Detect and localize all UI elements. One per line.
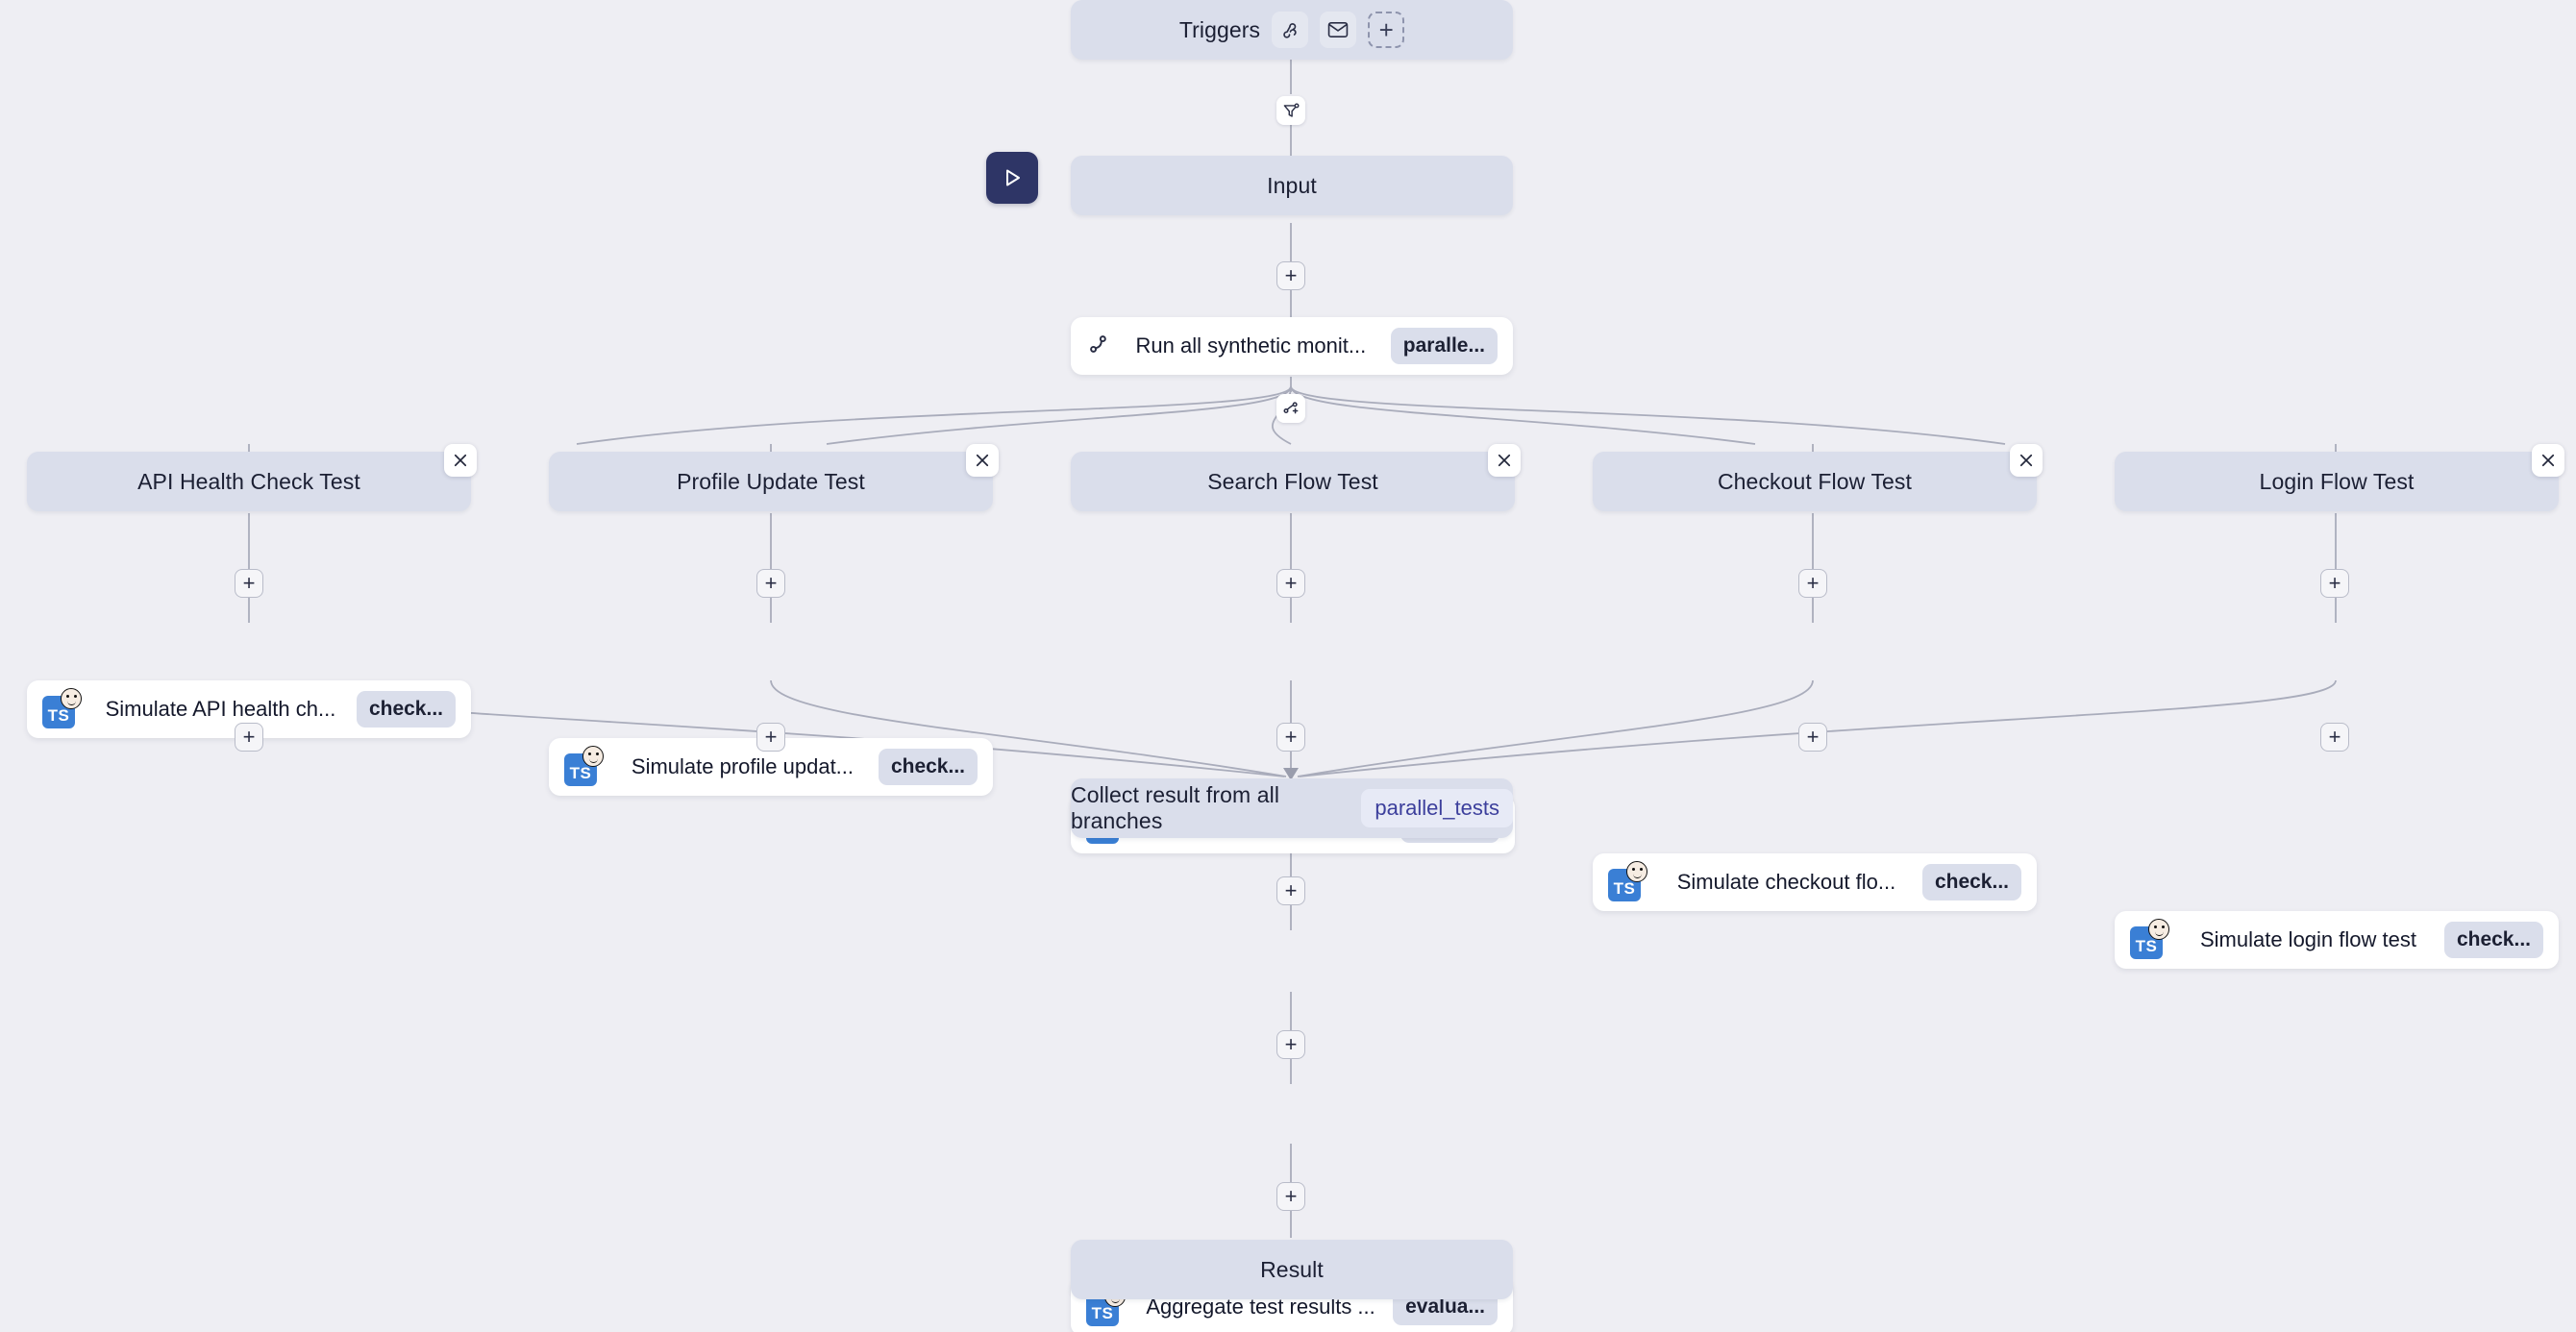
input-label: Input <box>1267 172 1317 198</box>
add-step-below-branch-4-button[interactable]: + <box>1798 723 1827 752</box>
triggers-node[interactable]: Triggers + <box>1071 0 1513 60</box>
add-step-branch-2-button[interactable]: + <box>756 569 785 598</box>
add-step-branch-4-button[interactable]: + <box>1798 569 1827 598</box>
run-workflow-button[interactable] <box>986 152 1038 204</box>
branch-label-text: Login Flow Test <box>2259 468 2415 494</box>
branch-card-title: Simulate login flow test <box>2199 927 2416 951</box>
add-step-below-branch-2-button[interactable]: + <box>756 723 785 752</box>
branch-close-button[interactable] <box>1488 444 1521 477</box>
typescript-icon: TS <box>1608 861 1650 903</box>
add-step-branch-5-button[interactable]: + <box>2320 569 2349 598</box>
branch-close-button[interactable] <box>2532 444 2564 477</box>
branch-card-badge[interactable]: check... <box>878 749 978 785</box>
email-icon[interactable] <box>1320 12 1357 48</box>
triggers-label: Triggers <box>1178 16 1261 42</box>
add-step-after-input-button[interactable]: + <box>1276 261 1305 290</box>
branch-label-text: API Health Check Test <box>137 468 360 494</box>
branch-add-button[interactable] <box>1276 394 1305 423</box>
parallel-run-title: Run all synthetic monit... <box>1135 333 1367 358</box>
typescript-icon: TS <box>564 746 607 788</box>
typescript-icon: TS <box>42 688 85 730</box>
branch-close-button[interactable] <box>966 444 999 477</box>
branch-card-badge[interactable]: check... <box>2443 922 2543 958</box>
branch-label-text: Search Flow Test <box>1207 468 1378 494</box>
branch-label-checkout-flow-test[interactable]: Checkout Flow Test <box>1593 452 2037 511</box>
add-step-branch-1-button[interactable]: + <box>235 569 263 598</box>
branch-label-search-flow-test[interactable]: Search Flow Test <box>1071 452 1515 511</box>
branch-label-text: Profile Update Test <box>677 468 865 494</box>
result-node[interactable]: Result <box>1071 1240 1513 1299</box>
webhook-icon[interactable] <box>1272 12 1309 48</box>
branch-card-title: Simulate API health ch... <box>105 697 336 721</box>
add-step-after-collect-button[interactable]: + <box>1276 876 1305 905</box>
add-trigger-button[interactable]: + <box>1368 12 1405 48</box>
collect-results-title: Collect result from all branches <box>1071 782 1280 833</box>
branch-card-title: Simulate checkout flo... <box>1676 870 1896 894</box>
branch-close-button[interactable] <box>444 444 477 477</box>
add-step-after-aggregate-button[interactable]: + <box>1276 1030 1305 1059</box>
branch-close-button[interactable] <box>2010 444 2043 477</box>
filter-settings-button[interactable] <box>1276 96 1305 125</box>
branch-card-checkout-flow[interactable]: TS Simulate checkout flo... check... <box>1593 853 2037 911</box>
branch-card-badge[interactable]: check... <box>1921 864 2021 900</box>
add-step-below-branch-5-button[interactable]: + <box>2320 723 2349 752</box>
branch-card-badge[interactable]: check... <box>356 691 456 728</box>
branch-label-api-health-check-test[interactable]: API Health Check Test <box>27 452 471 511</box>
branch-label-profile-update-test[interactable]: Profile Update Test <box>549 452 993 511</box>
add-step-below-branch-1-button[interactable]: + <box>235 723 263 752</box>
typescript-icon: TS <box>2130 919 2172 961</box>
branch-icon <box>1086 332 1111 361</box>
input-node[interactable]: Input <box>1071 156 1513 215</box>
branch-label-login-flow-test[interactable]: Login Flow Test <box>2115 452 2559 511</box>
parallel-run-badge[interactable]: paralle... <box>1390 328 1498 364</box>
result-label: Result <box>1260 1256 1324 1282</box>
collect-results-badge[interactable]: parallel_tests <box>1361 789 1513 827</box>
add-step-below-branch-3-button[interactable]: + <box>1276 723 1305 752</box>
parallel-run-node[interactable]: Run all synthetic monit... paralle... <box>1071 317 1513 375</box>
add-step-after-slack-button[interactable]: + <box>1276 1182 1305 1211</box>
add-step-branch-3-button[interactable]: + <box>1276 569 1305 598</box>
collect-results-node[interactable]: Collect result from all branches paralle… <box>1071 778 1513 838</box>
branch-card-title: Simulate profile updat... <box>631 754 855 778</box>
branch-label-text: Checkout Flow Test <box>1717 468 1913 494</box>
branch-card-login-flow[interactable]: TS Simulate login flow test check... <box>2115 911 2559 969</box>
